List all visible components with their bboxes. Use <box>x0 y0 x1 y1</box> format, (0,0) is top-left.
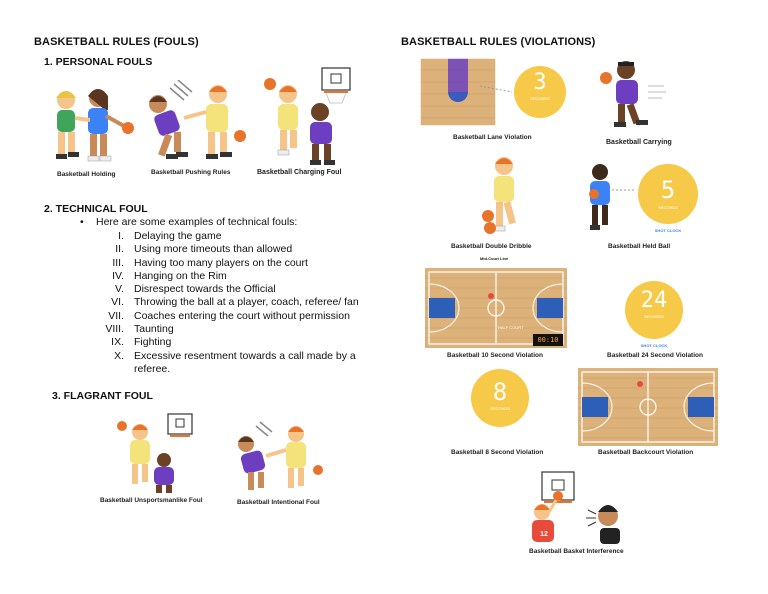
eight-seconds-value: 8 <box>492 378 508 406</box>
caption-eight-second: Basketball 8 Second Violation <box>451 449 544 456</box>
shot-clock-badge <box>625 281 683 339</box>
court-timer: 00:10 <box>537 336 559 344</box>
eight-second-badge <box>471 369 529 427</box>
list-item: VII.Coaches entering the court without p… <box>108 309 350 322</box>
bullet-icon: • <box>80 216 84 228</box>
fouls-title: BASKETBALL RULES (FOULS) <box>34 36 199 48</box>
eight-seconds-unit: SECONDS <box>490 406 510 411</box>
caption-pushing: Basketball Pushing Rules <box>151 169 231 176</box>
caption-carrying: Basketball Carrying <box>606 139 672 146</box>
carrying-illustration <box>600 61 666 127</box>
caption-double-dribble: Basketball Double Dribble <box>451 243 532 250</box>
caption-holding: Basketball Holding <box>57 171 116 178</box>
list-item: V.Disrespect towards the Official <box>115 283 276 296</box>
unsportsmanlike-illustration <box>117 413 193 493</box>
jersey-number: 12 <box>540 531 548 538</box>
list-item: X.Excessive resentment towards a call ma… <box>114 349 356 375</box>
intentional-illustration <box>238 421 323 490</box>
personal-fouls-heading: 1. PERSONAL FOULS <box>44 56 153 68</box>
violations-title: BASKETBALL RULES (VIOLATIONS) <box>401 36 596 48</box>
flagrant-foul-heading: 3. FLAGRANT FOUL <box>52 390 153 402</box>
held-seconds-unit: SECONDS <box>658 205 678 210</box>
list-item: IV.Hanging on the Rim <box>112 269 227 282</box>
held-ball-illustration <box>589 164 698 230</box>
holding-illustration <box>56 89 134 162</box>
technical-intro: Here are some examples of technical foul… <box>96 216 298 228</box>
caption-ten-second: Basketball 10 Second Violation <box>447 352 543 359</box>
caption-held-ball: Basketball Held Ball <box>608 243 671 250</box>
technical-foul-list: I.Delaying the game II.Using more timeou… <box>96 230 376 376</box>
shot-seconds-unit: SECONDS <box>644 314 664 319</box>
held-shot-clock-label: SHOT CLOCK <box>654 228 682 233</box>
caption-basket-interference: Basketball Basket Interference <box>529 548 624 555</box>
double-dribble-illustration <box>482 157 516 234</box>
caption-backcourt: Basketball Backcourt Violation <box>598 449 694 456</box>
shot-clock-label: SHOT CLOCK <box>640 343 668 348</box>
caption-intentional: Basketball Intentional Foul <box>237 499 320 506</box>
pushing-illustration <box>149 80 246 159</box>
caption-charging: Basketball Charging Foul <box>257 169 342 176</box>
list-item: I.Delaying the game <box>118 230 222 242</box>
shot-seconds-value: 24 <box>640 288 668 313</box>
charging-illustration <box>264 67 351 165</box>
caption-lane: Basketball Lane Violation <box>453 134 532 141</box>
half-court-label: HALF COURT <box>498 325 524 330</box>
backcourt-court <box>578 368 718 446</box>
list-item: II.Using more timeouts than allowed <box>115 243 293 256</box>
caption-shot-clock: Basketball 24 Second Violation <box>607 352 703 359</box>
ten-second-court <box>425 268 567 348</box>
list-item: VI.Throwing the ball at a player, coach,… <box>111 296 359 309</box>
caption-unsportsmanlike: Basketball Unsportsmanlike Foul <box>100 497 203 504</box>
list-item: IX.Fighting <box>111 336 172 349</box>
list-item: III.Having too many players on the court <box>112 256 308 269</box>
lane-seconds-unit: SECONDS <box>530 96 550 101</box>
mid-court-line-label: Mid-Court Line <box>480 256 509 261</box>
lane-seconds-value: 3 <box>533 70 547 95</box>
basket-interference-illustration <box>532 471 620 544</box>
held-seconds-value: 5 <box>660 176 676 204</box>
lane-violation-illustration <box>420 57 566 127</box>
list-item: VIII.Taunting <box>105 323 174 336</box>
technical-foul-heading: 2. TECHNICAL FOUL <box>44 203 148 215</box>
